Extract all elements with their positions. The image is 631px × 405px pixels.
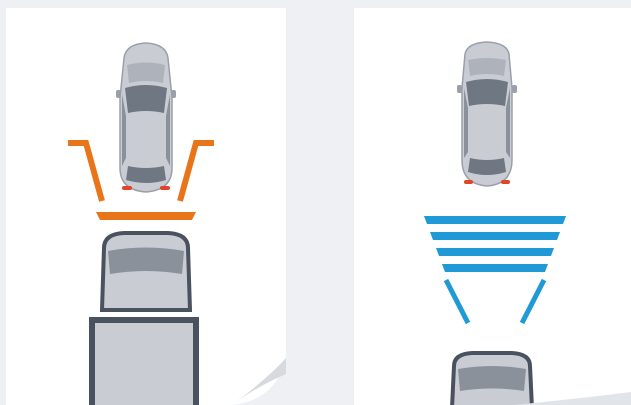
truck-top-view-icon [452,353,532,405]
right-scene-svg [354,8,631,405]
page-curl-icon [232,358,286,405]
car-top-view-icon [116,43,176,192]
sensor-zone [424,216,566,323]
right-scene-panel [354,8,631,405]
left-scene-svg [6,8,286,405]
car-top-view-icon [457,42,517,186]
truck-top-view-icon [92,233,196,405]
left-scene-panel [6,8,286,405]
